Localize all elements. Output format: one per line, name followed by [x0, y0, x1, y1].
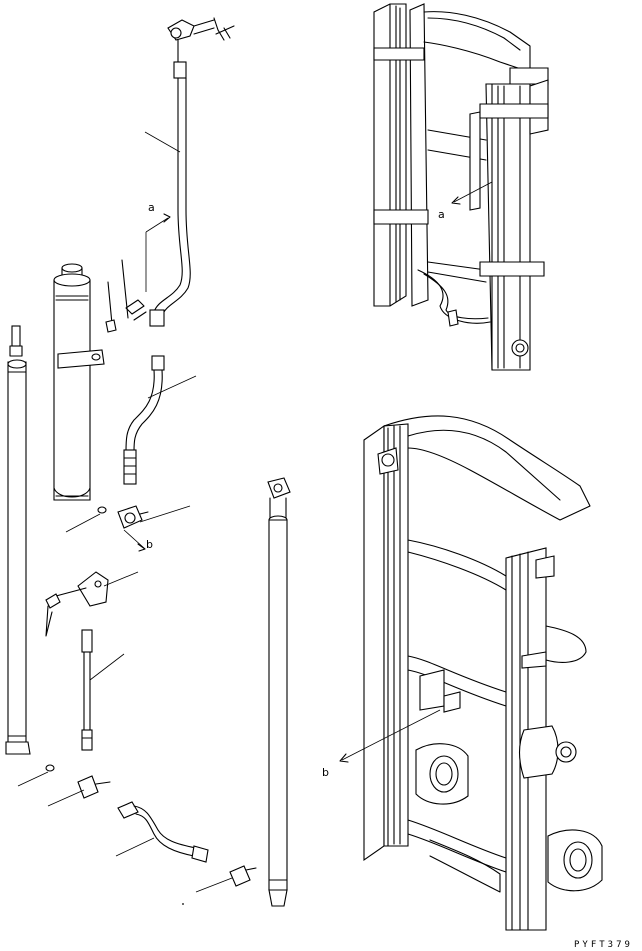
lift-cylinder-left — [53, 263, 105, 501]
leader-tee-lower — [47, 789, 85, 807]
top-elbow-fitting — [167, 17, 219, 41]
label-b-mast: b — [322, 766, 329, 779]
leader-bracket — [103, 571, 139, 587]
label-b-left: b — [146, 538, 153, 551]
washer-left-upper — [97, 506, 107, 514]
washer-left-lower — [45, 764, 55, 772]
valve-bracket — [45, 571, 109, 637]
dot-mark — [182, 903, 184, 905]
clamp-bracket — [121, 259, 147, 321]
drawing-code: PYFT379 — [574, 940, 633, 950]
tee-fitting-lower — [77, 775, 111, 799]
leader-middle-hose — [147, 375, 197, 399]
middle-hose — [123, 355, 165, 485]
inner-mast — [373, 3, 549, 371]
bolt-top-right — [215, 25, 235, 41]
label-a-upper: a — [148, 201, 155, 214]
tee-fitting-upper — [117, 505, 149, 529]
leader-connector — [195, 877, 233, 893]
upper-hose — [149, 39, 191, 327]
lower-hose-vertical — [81, 629, 93, 751]
leader-washer-upper — [65, 513, 101, 533]
arrow-b-left — [123, 529, 146, 552]
free-lift-cylinder-left — [5, 325, 31, 755]
leader-upper-hose — [144, 131, 181, 153]
label-a-mast: a — [438, 208, 445, 221]
leader-tee-upper — [139, 505, 191, 523]
arrow-a-mast — [451, 181, 493, 205]
leader-lower-hose-h — [115, 837, 155, 857]
arrow-b-mast — [339, 709, 441, 763]
lower-hose-horizontal — [117, 801, 209, 863]
leader-lower-hose-v — [89, 653, 125, 681]
arrow-a-upper — [145, 213, 171, 292]
small-bolt — [105, 281, 117, 333]
leader-washer-lower — [17, 771, 49, 787]
connector-bottom — [229, 865, 257, 887]
free-lift-cylinder-right — [267, 477, 291, 907]
outer-mast — [363, 415, 603, 931]
